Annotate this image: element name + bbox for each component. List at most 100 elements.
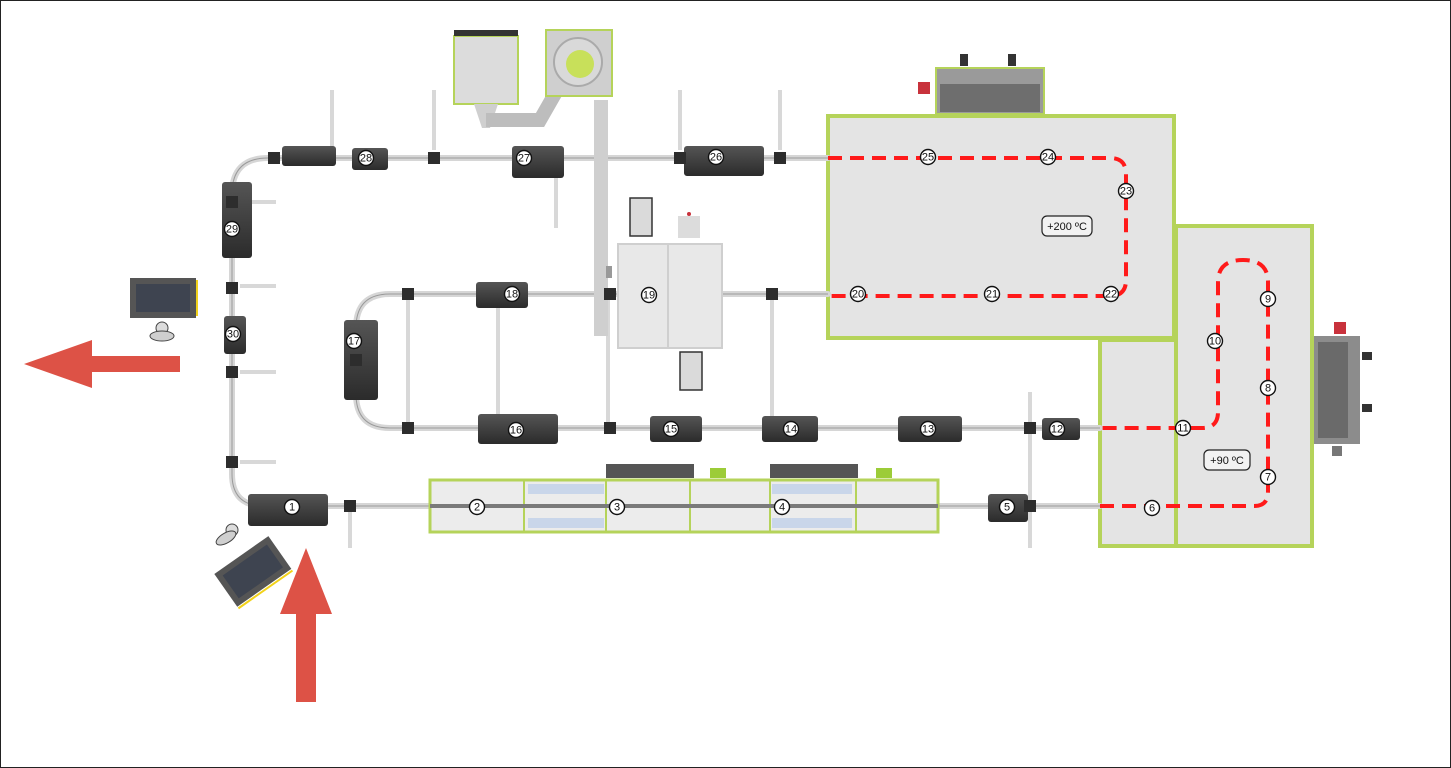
station-badge: 18 bbox=[503, 285, 521, 303]
station-number: 4 bbox=[779, 502, 785, 514]
station-badge: 26 bbox=[707, 148, 725, 166]
station-badge-circle bbox=[515, 149, 533, 167]
station-badge-circle bbox=[608, 498, 626, 516]
station-number: 12 bbox=[1051, 424, 1063, 436]
station-badge: 2 bbox=[468, 498, 486, 516]
operator-icon bbox=[149, 321, 175, 342]
station-badge-circle bbox=[1143, 499, 1161, 517]
spray-booth bbox=[617, 197, 723, 391]
station-badge-circle bbox=[223, 220, 241, 238]
station-badge-circle bbox=[224, 325, 242, 343]
station-number: 13 bbox=[922, 424, 934, 436]
oven-90 bbox=[1098, 224, 1372, 548]
station-badge-circle bbox=[1259, 468, 1277, 486]
station-badge: 21 bbox=[983, 285, 1001, 303]
station-number: 28 bbox=[360, 153, 372, 165]
station-badge-circle bbox=[1259, 379, 1277, 397]
station-number: 23 bbox=[1120, 186, 1132, 198]
station-badge: 12 bbox=[1048, 420, 1066, 438]
station-badge-circle bbox=[1048, 420, 1066, 438]
oven-temp-label: +200 ºC bbox=[1041, 215, 1093, 237]
station-number: 5 bbox=[1004, 502, 1010, 514]
station-number: 15 bbox=[665, 424, 677, 436]
wash-tunnel bbox=[428, 464, 940, 534]
station-badge: 10 bbox=[1206, 332, 1224, 350]
station-badge-circle bbox=[1102, 285, 1120, 303]
station-badge-circle bbox=[283, 498, 301, 516]
station-badge-circle bbox=[1174, 419, 1192, 437]
station-badge: 17 bbox=[345, 332, 363, 350]
oven-200 bbox=[826, 54, 1176, 340]
station-badge: 27 bbox=[515, 149, 533, 167]
station-number: 1 bbox=[289, 502, 295, 514]
station-number: 7 bbox=[1265, 472, 1271, 484]
junction-nodes bbox=[226, 152, 1036, 512]
station-badge: 3 bbox=[608, 498, 626, 516]
station-badge: 16 bbox=[507, 421, 525, 439]
station-number: 3 bbox=[614, 502, 620, 514]
station-badge: 24 bbox=[1039, 148, 1057, 166]
station-badge-circle bbox=[503, 285, 521, 303]
station-badge: 25 bbox=[919, 148, 937, 166]
station-badge-circle bbox=[773, 498, 791, 516]
station-badge-circle bbox=[1117, 182, 1135, 200]
station-badge-circle bbox=[662, 420, 680, 438]
station-badge-circle bbox=[707, 148, 725, 166]
station-badge-circle bbox=[1039, 148, 1057, 166]
station-badge: 22 bbox=[1102, 285, 1120, 303]
oven-paths bbox=[828, 156, 1270, 508]
fume-extraction-unit bbox=[453, 29, 613, 336]
station-badge: 23 bbox=[1117, 182, 1135, 200]
station-badge-circle bbox=[357, 149, 375, 167]
station-number: 30 bbox=[227, 329, 239, 341]
station-badge: 1 bbox=[283, 498, 301, 516]
station-badge-circle bbox=[640, 286, 658, 304]
station-badge: 29 bbox=[223, 220, 241, 238]
station-number: 21 bbox=[986, 289, 998, 301]
station-badge: 19 bbox=[640, 286, 658, 304]
station-number: 16 bbox=[510, 425, 522, 437]
station-number: 14 bbox=[785, 424, 797, 436]
station-badge-circle bbox=[998, 498, 1016, 516]
station-badge: 13 bbox=[919, 420, 937, 438]
station-badge: 4 bbox=[773, 498, 791, 516]
station-number: 11 bbox=[1177, 423, 1188, 435]
station-badge-circle bbox=[507, 421, 525, 439]
station-badge-circle bbox=[1206, 332, 1224, 350]
station-badge-circle bbox=[782, 420, 800, 438]
station-number: 20 bbox=[852, 289, 864, 301]
station-number: 26 bbox=[710, 152, 722, 164]
station-badge-circle bbox=[919, 148, 937, 166]
station-number: 18 bbox=[506, 289, 518, 301]
station-number: 19 bbox=[643, 290, 655, 302]
station-badge: 30 bbox=[224, 325, 242, 343]
temp-90-text: +90 ºC bbox=[1210, 455, 1244, 467]
station-badge-circle bbox=[345, 332, 363, 350]
station-number: 10 bbox=[1209, 336, 1221, 348]
operator-desk-exit bbox=[130, 278, 198, 342]
station-number: 9 bbox=[1265, 294, 1271, 306]
station-number: 24 bbox=[1042, 152, 1054, 164]
station-number: 25 bbox=[922, 152, 934, 164]
station-number: 29 bbox=[226, 224, 238, 236]
station-number: 2 bbox=[474, 502, 480, 514]
station-number: 8 bbox=[1265, 383, 1271, 395]
station-badge: 28 bbox=[357, 149, 375, 167]
station-badge: 7 bbox=[1259, 468, 1277, 486]
entry-arrow-icon bbox=[280, 548, 332, 702]
station-badge: 5 bbox=[998, 498, 1016, 516]
station-badge: 8 bbox=[1259, 379, 1277, 397]
exit-arrow-icon bbox=[24, 340, 180, 388]
station-badge: 20 bbox=[849, 285, 867, 303]
temp-200-text: +200 ºC bbox=[1047, 221, 1087, 233]
operator-icon bbox=[215, 523, 239, 546]
station-badge: 11 bbox=[1174, 419, 1192, 437]
station-badge: 14 bbox=[782, 420, 800, 438]
station-badge-circle bbox=[849, 285, 867, 303]
station-badge-circle bbox=[919, 420, 937, 438]
station-badge: 15 bbox=[662, 420, 680, 438]
station-number: 22 bbox=[1105, 289, 1117, 301]
station-badge-circle bbox=[468, 498, 486, 516]
station-badge: 6 bbox=[1143, 499, 1161, 517]
